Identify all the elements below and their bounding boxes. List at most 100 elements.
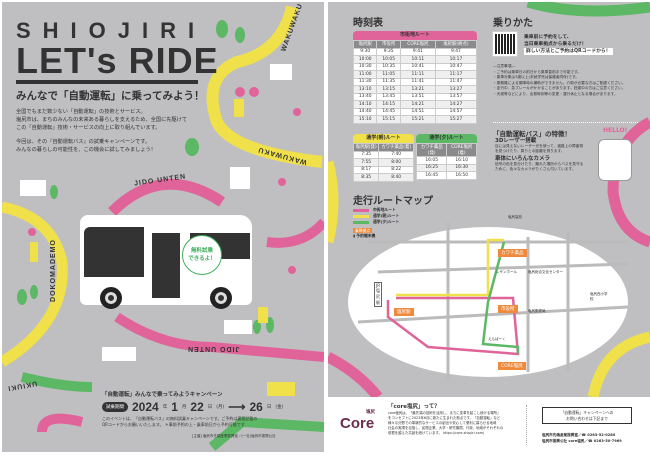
intro-line: 全国でもまだ数少ない「自動運転」の技術とサービス。	[16, 109, 146, 115]
stop-city-hall[interactable]: 市役所	[498, 305, 518, 313]
time-cell: 11:47	[434, 77, 478, 86]
intro-line: 塩尻市は、まちのみんなの未来ある暮らしを支えるため、全国に先駆けて	[16, 117, 188, 123]
bubble-line: 無料試乗	[190, 248, 213, 254]
time-cell: 13:40	[352, 92, 378, 101]
start-day: 22	[190, 400, 204, 414]
time-cell: 11:35	[376, 77, 401, 86]
time-cell: 15:10	[352, 115, 378, 124]
intro-line: この「自動運転」技術・サービスの向上に取り組んでいます。	[16, 125, 161, 131]
core-line: core塩尻は、「最先端の技術を活用し、まちに変革を起こし続ける場所」	[388, 411, 501, 415]
subtitle: みんなで「自動運転」に乗ってみよう！	[16, 90, 205, 102]
time-cell: 7:55	[352, 158, 380, 167]
day-unit: 日	[207, 405, 213, 410]
note-line: このイベントは、「自動運転バス」の無料試乗キャンペーンです。ご予約は裏面記載の	[102, 416, 258, 421]
contact-line: 塩尻市先端産業振興室／☎ 0263-52-0280	[542, 433, 616, 437]
divider	[526, 405, 527, 445]
contact-box-line: 「自動運転」キャンペーンへの	[560, 410, 614, 415]
legend-item: 通学(朝)ルート	[353, 213, 399, 219]
month: 1	[171, 400, 178, 414]
time-cell: 15:21	[399, 115, 436, 124]
time-cell: 10:00	[352, 55, 378, 64]
time-cell: 8:40	[378, 173, 414, 182]
stop-core-shiojiri[interactable]: CORE塩尻	[498, 362, 526, 370]
title-lets-ride: LET's RIDE	[16, 40, 219, 81]
column-header: CORE塩尻(着)	[446, 143, 477, 157]
time-cell: 14:10	[352, 100, 378, 109]
contacts: 塩尻市先端産業振興室／☎ 0263-52-0280 塩尻市振興公社 core塩尻…	[542, 432, 622, 444]
time-cell: 10:41	[399, 62, 436, 71]
weekday: (金)	[275, 405, 284, 410]
title-underline	[16, 80, 198, 84]
notes-title: ―注意事項―	[493, 64, 516, 68]
core-logo: Core	[340, 415, 375, 432]
feature-title: 車体にいろんなカメラ	[495, 156, 551, 162]
qr-code[interactable]	[492, 31, 518, 57]
core-line: 垣根を越えた共創を続けています。	[388, 431, 442, 435]
core-line: 様々な分野での革新的なサービスの創出や安心して便利に暮らせる地域	[388, 421, 497, 425]
howto-highlight: 詳しい方法とご予約はQRコードから！	[524, 48, 613, 55]
note-item: ・走行中、急ブレーキがかかることがあります。妊娠中の方はご注意ください。	[493, 86, 626, 91]
time-cell: 15:27	[434, 115, 478, 124]
map-label: レザンホール	[496, 270, 517, 274]
stop-kawachi[interactable]: カワチ薬品	[498, 249, 527, 257]
core-text: core塩尻は、「最先端の技術を活用し、まちに変革を起こし続ける場所」 をコンセ…	[388, 411, 523, 436]
map-label: 塩尻高校	[508, 215, 522, 219]
map-title: 走行ルートマップ	[353, 196, 433, 207]
weekday: (月)	[216, 405, 225, 410]
core-line: をコンセプトに2023年6月に新たに生まれた拠点です。「自動運転」など	[388, 416, 501, 420]
campaign-note: このイベントは、「自動運転バス」の無料試乗キャンペーンです。ご予約は裏面記載の …	[102, 416, 317, 428]
howto-line: 当日乗車拠点から乗るだけ！	[524, 42, 587, 47]
time-cell: 11:30	[352, 77, 378, 86]
time-cell: 14:45	[376, 107, 401, 116]
route-header: 通学(夕)ルート	[416, 134, 477, 143]
time-cell: 13:27	[434, 85, 478, 94]
map-label: 塩尻西小学校	[590, 292, 608, 301]
column-header: 市役所	[376, 40, 401, 49]
time-cell: 15:15	[376, 115, 401, 124]
core-line: 社会の実現を目指し、民間企業、大学・研究機関、行政、地域がそれぞれの	[388, 426, 504, 430]
column-header: カワチ薬品(発)	[415, 143, 448, 157]
core-url-link[interactable]: https://core.shiojiri.com/	[443, 431, 485, 435]
stop-shiojiri-station[interactable]: 塩尻駅	[394, 308, 414, 316]
notes: ―注意事項― ・ご予約は乗車日の前日から乗車直前まで可能です。 ・乗車対象は3歳…	[493, 64, 638, 98]
time-cell: 11:05	[376, 70, 401, 79]
legend-label: 通学(夕)ルート	[373, 219, 400, 224]
time-cell: 11:11	[399, 70, 436, 79]
campaign-title: 「自動運転」みんなで乗ってみようキャンペーン	[102, 392, 223, 398]
time-cell: 10:47	[434, 62, 478, 71]
organizer: [主催] 塩尻市先端産業振興室／(一社)塩尻市振興公社	[192, 434, 276, 438]
end-day: 26	[249, 400, 263, 414]
features: 3Dレーザー搭載 目には見えないレーザー光を使って、道路上の障害物を見つけたり、…	[495, 138, 585, 172]
bus-illustration	[80, 215, 252, 309]
column-header: 塩尻駅(発)	[352, 143, 380, 152]
road-illustration	[328, 2, 650, 401]
time-cell: 14:21	[399, 100, 436, 109]
arrow-icon: ⟶	[228, 400, 246, 414]
time-cell: 16:05	[415, 156, 448, 165]
time-cell: 14:51	[399, 107, 436, 116]
hello-text: HELLO!	[603, 127, 628, 134]
contact-line: 塩尻市振興公社 core塩尻／☎ 0263-50-7969	[542, 439, 622, 443]
legend-stop: 乗降拠点	[353, 227, 373, 233]
bus-front-illustration	[598, 139, 632, 181]
time-cell: 8:17	[352, 165, 380, 174]
time-cell: 14:15	[376, 100, 401, 109]
time-cell: 11:41	[399, 77, 436, 86]
time-cell: 10:35	[376, 62, 401, 71]
time-cell: 14:40	[352, 107, 378, 116]
time-cell: 13:15	[376, 85, 401, 94]
period-badge: 試乗期間	[102, 402, 128, 412]
time-cell: 13:51	[399, 92, 436, 101]
feature-text: 目には見えないレーザー光を使って、道路上の障害物を見つけたり、周りとの距離を測り…	[495, 144, 584, 153]
